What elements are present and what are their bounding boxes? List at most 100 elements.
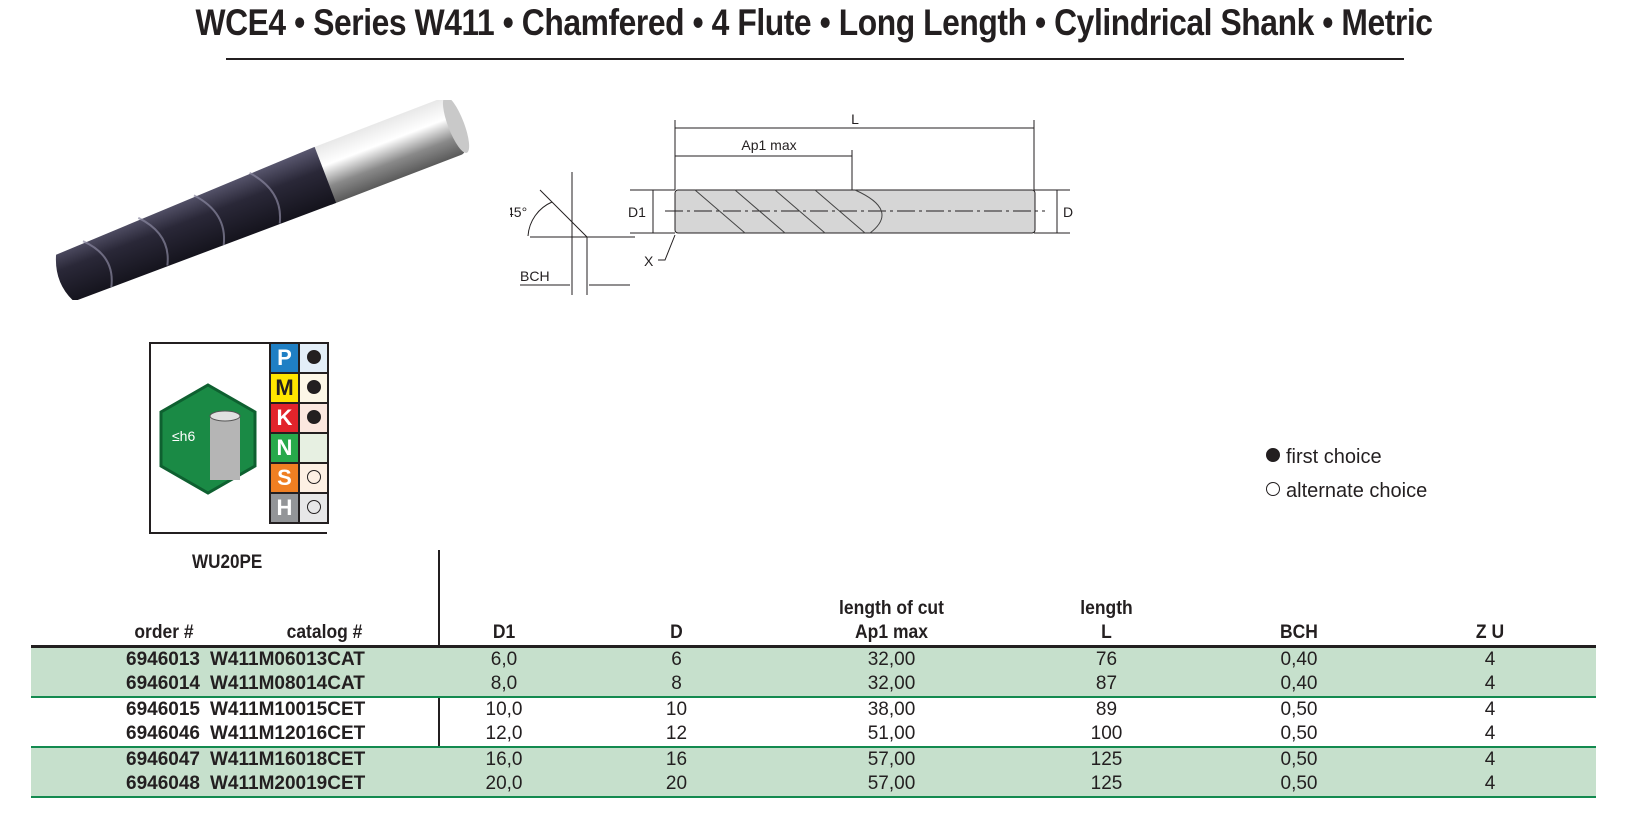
choice-legend: first choice alternate choice <box>1266 440 1427 508</box>
l-value: 89 <box>1095 699 1118 720</box>
filled-circle-icon <box>306 410 321 424</box>
zu-value: 4 <box>1384 772 1596 798</box>
header-top-cell <box>1392 597 1587 621</box>
l-value: 100 <box>999 722 1214 748</box>
open-circle-icon <box>306 500 321 514</box>
header-top-cell <box>578 597 776 621</box>
bch-value: 0,50 <box>1280 699 1318 720</box>
order-number: 6946014 <box>31 672 210 698</box>
d1-value: 8,0 <box>439 672 569 698</box>
d-value: 16 <box>569 747 784 772</box>
order-number: 6946015 <box>126 699 200 720</box>
legend-first: first choice <box>1266 440 1427 474</box>
catalog-number: W411M08014CAT <box>210 672 439 698</box>
dim-L-label: L <box>851 111 859 127</box>
material-letter: N <box>269 432 300 464</box>
ap1-value: 38,00 <box>867 699 916 720</box>
bch-value: 0,50 <box>1214 722 1384 748</box>
ap1-value: 57,00 <box>784 747 999 772</box>
order-number: 6946013 <box>31 646 210 672</box>
header-top-cell: length <box>1080 598 1133 619</box>
column-header: BCH <box>1220 621 1378 648</box>
ap1-value: 32,00 <box>784 672 999 698</box>
column-header: catalog # <box>219 621 430 648</box>
d1-value: 16,0 <box>439 747 569 772</box>
catalog-number: W411M20019CET <box>210 772 439 798</box>
open-circle-icon <box>1266 482 1280 496</box>
material-letter: S <box>269 462 300 494</box>
cylindrical-shank-icon: ≤h6 <box>159 383 257 495</box>
ap1-value: 51,00 <box>784 722 999 748</box>
svg-text:≤h6: ≤h6 <box>172 428 195 444</box>
header-top-cell <box>38 597 203 621</box>
zu-value: 4 <box>1384 672 1596 698</box>
material-choice <box>298 342 329 374</box>
catalog-number: W411M16018CET <box>210 747 439 772</box>
material-letter: H <box>269 492 300 524</box>
d-value: 8 <box>569 672 784 698</box>
d-value: 6 <box>569 646 784 672</box>
d-value: 20 <box>569 772 784 798</box>
d1-value: 10,0 <box>485 699 523 720</box>
filled-circle-icon <box>306 380 321 394</box>
catalog-number: W411M12016CET <box>210 722 439 748</box>
filled-circle-icon <box>306 350 321 364</box>
zu-value: 4 <box>1384 646 1596 672</box>
material-row-n: N <box>269 432 329 464</box>
legend-alternate: alternate choice <box>1266 474 1427 508</box>
bch-value: 0,50 <box>1214 747 1384 772</box>
d-value: 12 <box>569 722 784 748</box>
zu-value: 4 <box>1484 699 1496 720</box>
catalog-number: W411M06013CAT <box>210 646 439 672</box>
angle-label: 45° <box>510 204 527 220</box>
column-header: order # <box>38 621 203 648</box>
material-letter: M <box>269 372 300 404</box>
title-divider <box>226 58 1404 60</box>
material-row-s: S <box>269 462 329 494</box>
bch-value: 0,50 <box>1214 772 1384 798</box>
material-letter: K <box>269 402 300 434</box>
header-top-cell <box>444 597 564 621</box>
header-top-cell: length of cut <box>839 598 944 619</box>
l-value: 76 <box>999 646 1214 672</box>
material-row-p: P <box>269 342 329 374</box>
material-choice <box>298 432 329 464</box>
material-choice <box>298 372 329 404</box>
filled-circle-icon <box>1266 448 1280 462</box>
dim-ap1-label: Ap1 max <box>741 137 796 153</box>
technical-drawing: L Ap1 max D1 D X 45° BCH <box>510 111 1073 295</box>
l-value: 87 <box>999 672 1214 698</box>
bch-label: BCH <box>520 268 550 284</box>
d1-value: 6,0 <box>439 646 569 672</box>
dim-d1-label: D1 <box>628 204 646 220</box>
dim-x-label: X <box>644 253 654 269</box>
catalog-number: W411M10015CET <box>210 699 366 720</box>
column-header: Z U <box>1392 621 1588 648</box>
bch-value: 0,40 <box>1214 672 1384 698</box>
zu-value: 4 <box>1384 747 1596 772</box>
end-mill-photo <box>55 100 470 300</box>
header-top-cell <box>1221 597 1377 621</box>
order-number: 6946047 <box>31 747 210 772</box>
d1-value: 20,0 <box>439 772 569 798</box>
column-header: L <box>1007 621 1206 648</box>
column-header: Ap1 max <box>792 621 991 648</box>
open-circle-icon <box>306 470 321 484</box>
order-number: 6946046 <box>31 722 210 748</box>
header-top-cell <box>219 597 430 621</box>
zu-value: 4 <box>1384 722 1596 748</box>
column-header: D <box>577 621 776 648</box>
header-row-top: length of cut length <box>31 597 1596 621</box>
page-title: WCE4 • Series W411 • Chamfered • 4 Flute… <box>195 2 1433 43</box>
material-choice <box>298 492 329 524</box>
table-row: 6946015 W411M10015CET 10,0 10 38,00 89 0,50 4 <box>31 697 1596 722</box>
d-value: 10 <box>665 699 688 720</box>
material-row-h: H <box>269 492 329 524</box>
